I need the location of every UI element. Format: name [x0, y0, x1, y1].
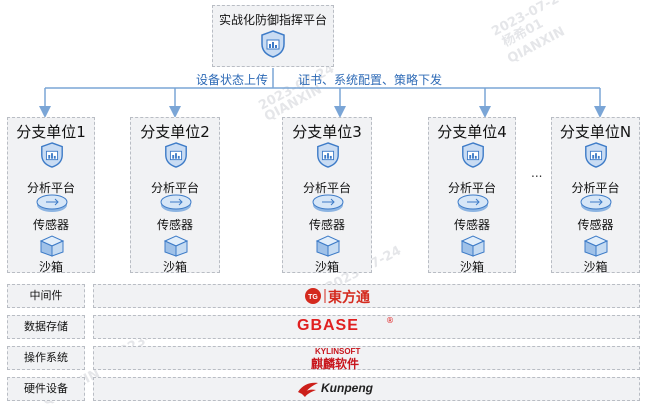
sandbox-icon [315, 235, 341, 257]
layer-label-middleware: 中间件 [7, 284, 85, 308]
sandbox-icon [39, 235, 65, 257]
sandbox-icon [583, 235, 609, 257]
command-platform-box[interactable]: 实战化防御指挥平台 [212, 5, 334, 67]
layer-label-storage: 数据存储 [7, 315, 85, 339]
branch-title: 分支单位N [559, 123, 632, 141]
more-branches-ellipsis: ... [531, 166, 543, 180]
branch-title: 分支单位1 [16, 123, 86, 141]
sandbox-icon [163, 235, 189, 257]
analysis-platform-icon [462, 142, 484, 168]
sensor-icon [312, 194, 344, 212]
layer-label-os: 操作系统 [7, 346, 85, 370]
branch-box-2[interactable]: 分支单位2 分析平台 传感器 沙箱 [130, 117, 220, 274]
analysis-platform-icon [41, 142, 63, 168]
kylin-sub-wordmark: KYLINSOFT [315, 347, 361, 356]
kunpeng-wordmark: Kunpeng [321, 381, 373, 395]
sensor-icon [457, 194, 489, 212]
branch-title: 分支单位3 [292, 123, 362, 141]
connector-arrows [39, 68, 606, 118]
upload-label: 设备状态上传 [196, 73, 269, 87]
layer-band-hardware: Kunpeng [93, 377, 640, 401]
sensor-label: 传感器 [453, 218, 490, 232]
layer-band-middleware: TG 東方通 [93, 284, 640, 308]
command-platform-title: 实战化防御指挥平台 [218, 13, 327, 27]
kunpeng-bird-icon [298, 382, 318, 397]
sensor-icon [580, 194, 612, 212]
branch-box-1[interactable]: 分支单位1 分析平台 传感器 沙箱 [7, 117, 95, 274]
analysis-platform-icon [585, 142, 607, 168]
sandbox-label: 沙箱 [459, 260, 484, 274]
sandbox-label: 沙箱 [162, 260, 187, 274]
analysis-platform-icon [317, 142, 339, 168]
download-label: 证书、系统配置、策略下发 [298, 73, 443, 87]
kylin-wordmark: 麒麟软件 [311, 357, 360, 371]
layer-band-os: KYLINSOFT 麒麟软件 [93, 346, 640, 371]
sandbox-label: 沙箱 [38, 260, 63, 274]
sandbox-label: 沙箱 [314, 260, 339, 274]
registered-mark: ® [386, 316, 394, 325]
analysis-platform-label: 分析平台 [447, 181, 496, 195]
dongfangtong-logo-mark-icon: TG [305, 288, 326, 304]
gbase-logo: GBASE [297, 317, 359, 334]
analysis-platform-label: 分析平台 [150, 181, 199, 195]
kylin-logo: KYLINSOFT 麒麟软件 [307, 347, 387, 371]
sensor-label: 传感器 [156, 218, 193, 232]
branch-title: 分支单位4 [437, 123, 507, 141]
analysis-platform-icon [165, 142, 187, 168]
platform-shield-icon [261, 30, 285, 58]
sensor-label: 传感器 [577, 218, 614, 232]
branch-box-3[interactable]: 分支单位3 分析平台 传感器 沙箱 [282, 117, 372, 274]
layer-label-hardware: 硬件设备 [7, 377, 85, 401]
dongfangtong-wordmark: 東方通 [328, 290, 370, 306]
analysis-platform-label: 分析平台 [571, 181, 620, 195]
sensor-label: 传感器 [32, 218, 69, 232]
sandbox-label: 沙箱 [583, 260, 608, 274]
sensor-label: 传感器 [308, 218, 345, 232]
sensor-icon [160, 194, 192, 212]
dongfangtong-logo: TG 東方通 [304, 286, 386, 310]
sandbox-icon [460, 235, 486, 257]
sensor-icon [36, 194, 68, 212]
layer-band-storage: GBASE ® [93, 315, 640, 339]
branch-box-n[interactable]: 分支单位N 分析平台 传感器 沙箱 [551, 117, 640, 274]
branch-box-4[interactable]: 分支单位4 分析平台 传感器 沙箱 [428, 117, 516, 274]
kunpeng-logo: Kunpeng [297, 380, 389, 400]
branch-title: 分支单位2 [140, 123, 210, 141]
svg-text:TG: TG [308, 294, 318, 301]
analysis-platform-label: 分析平台 [26, 181, 75, 195]
analysis-platform-label: 分析平台 [302, 181, 351, 195]
